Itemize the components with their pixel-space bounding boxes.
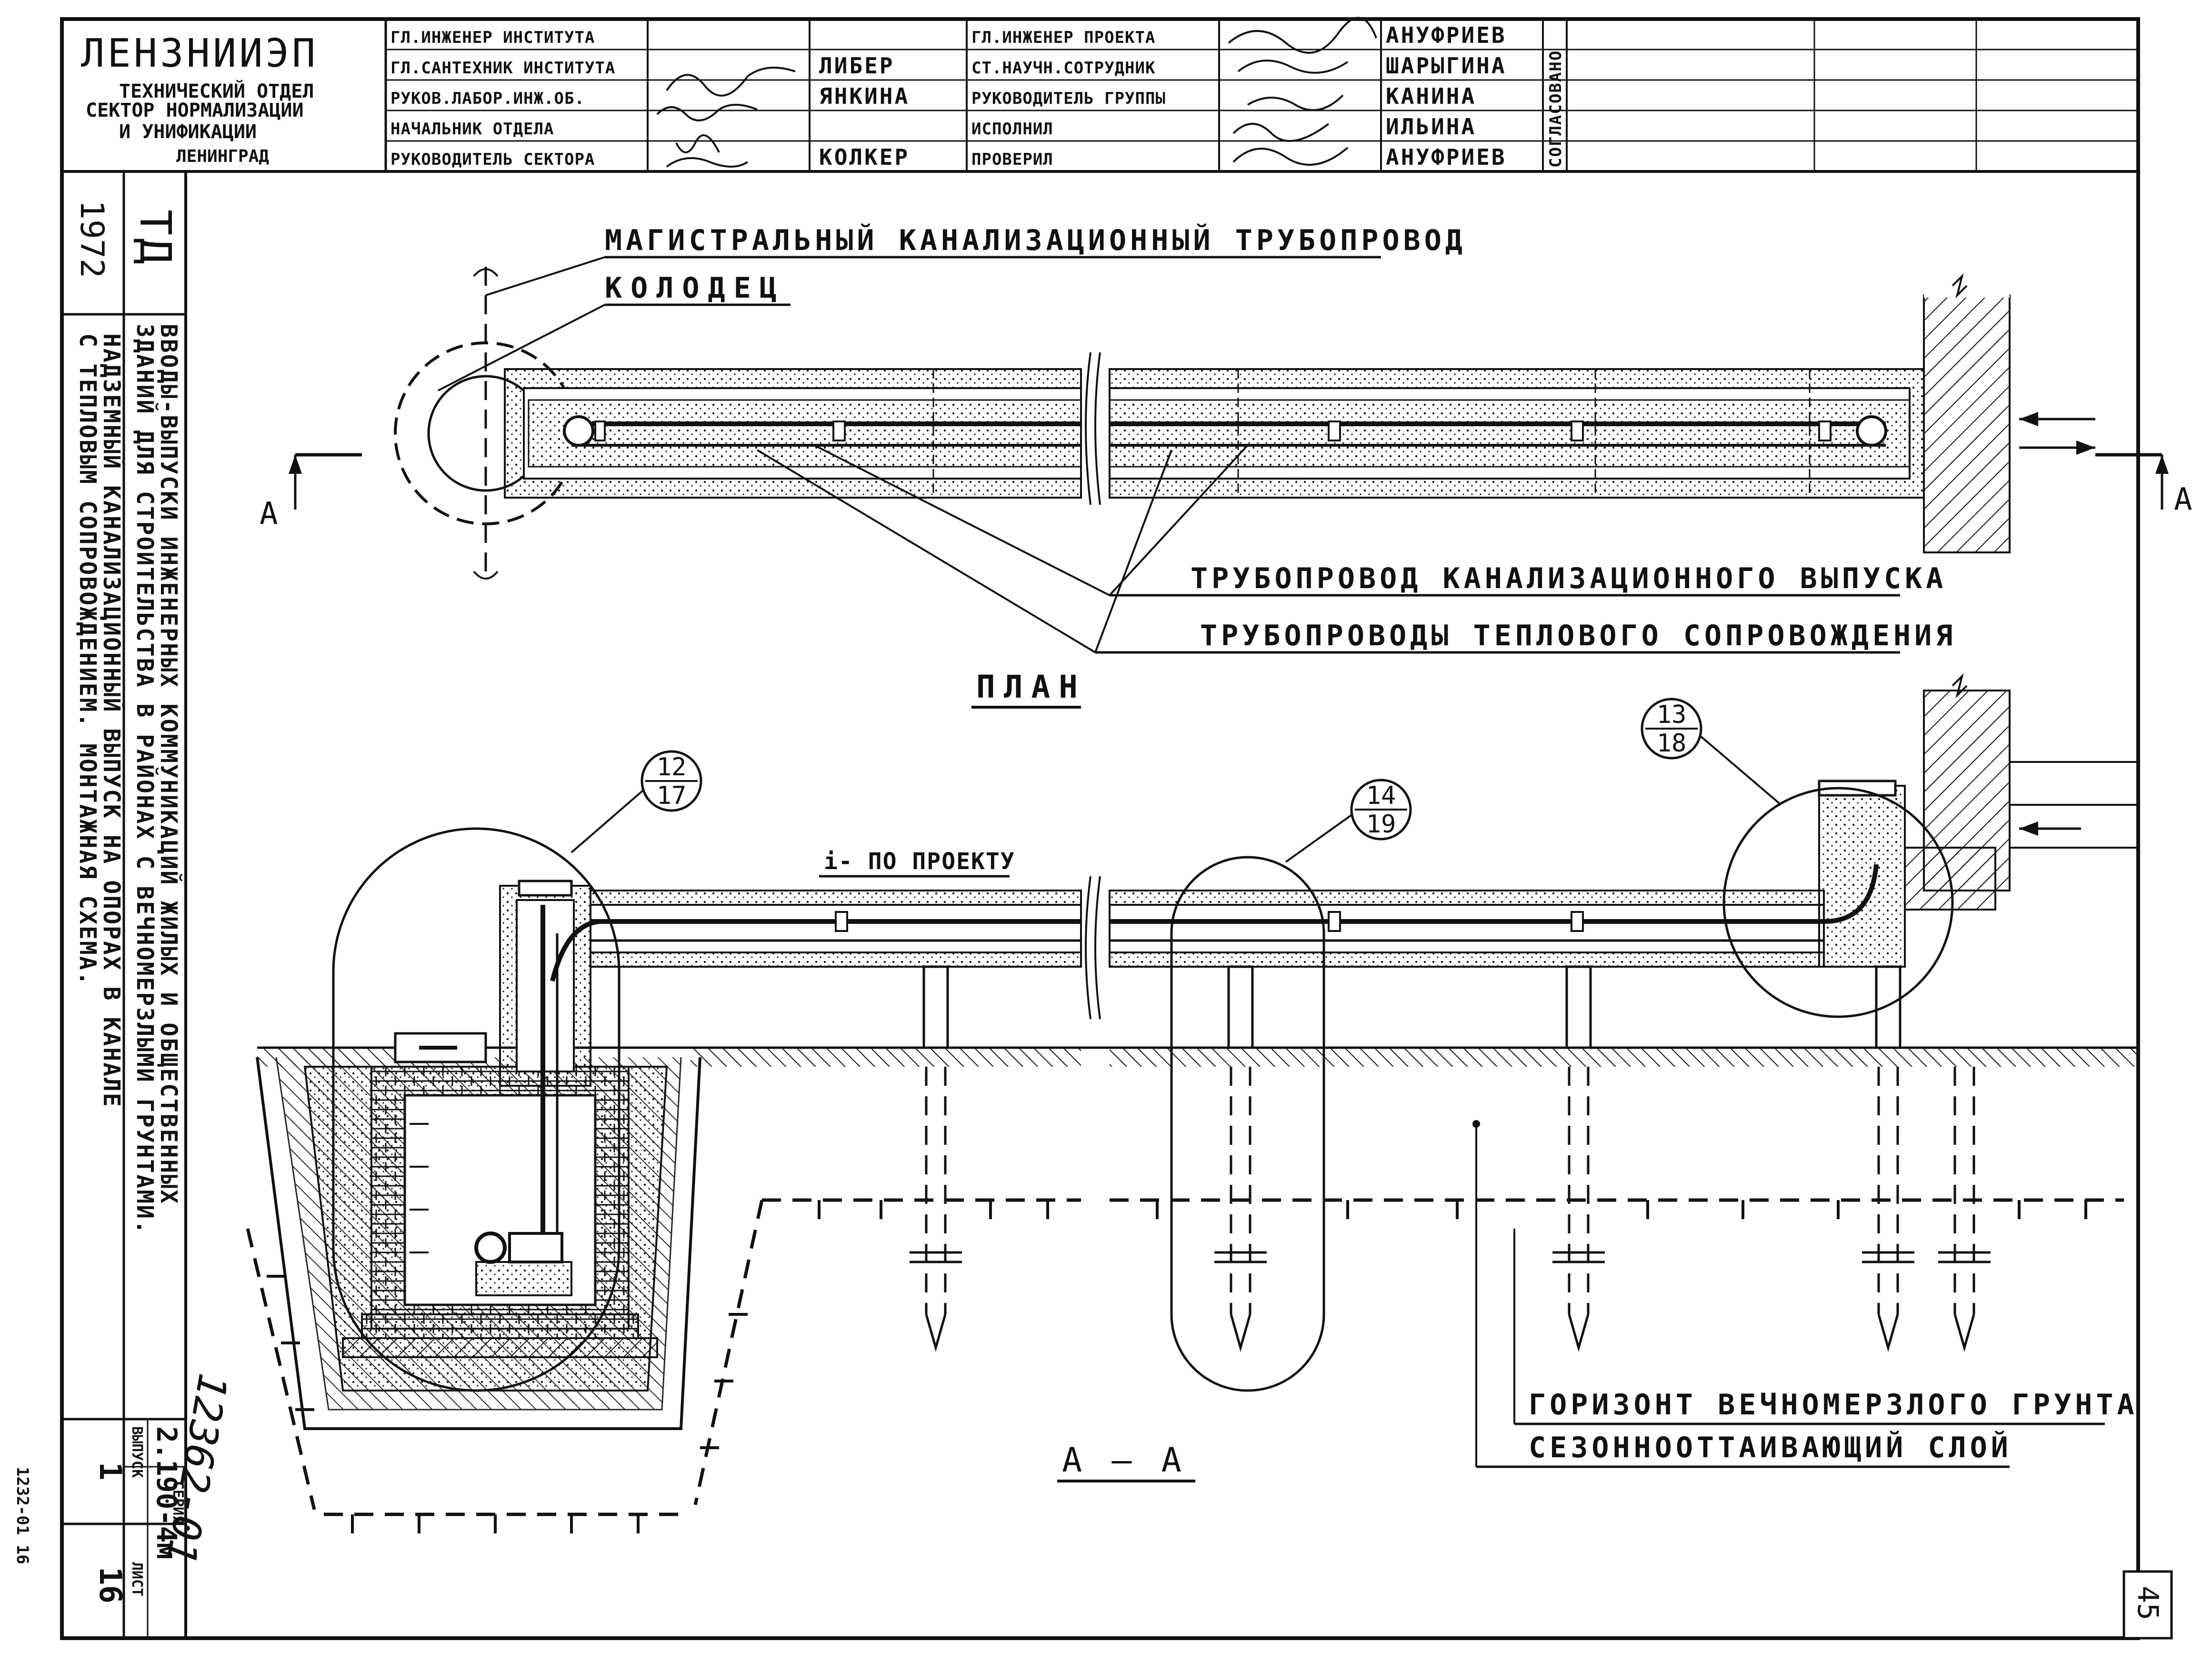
sheet-title-line-2: С ТЕПЛОВЫМ СОПРОВОЖДЕНИЕМ. МОНТАЖНАЯ СХЕ… bbox=[74, 333, 101, 987]
callout-12-bottom: 17 bbox=[657, 781, 687, 810]
org-line-3: И УНИФИКАЦИИ bbox=[119, 121, 257, 143]
building-wall-section bbox=[1923, 690, 2011, 891]
sheet-value: 16 bbox=[92, 1567, 128, 1603]
callout-12-top: 12 bbox=[657, 753, 687, 781]
roles-right: ГЛ.ИНЖЕНЕР ПРОЕКТА СТ.НАУЧН.СОТРУДНИК РУ… bbox=[971, 22, 1507, 170]
role-right-2: СТ.НАУЧН.СОТРУДНИК bbox=[971, 59, 1155, 78]
name-right-1: АНУФРИЕВ bbox=[1386, 22, 1507, 48]
label-well: КОЛОДЕЦ bbox=[605, 271, 785, 305]
building-wall-plan bbox=[1923, 294, 2011, 553]
role-right-5: ПРОВЕРИЛ bbox=[971, 150, 1053, 169]
name-left-3: ЯНКИНА bbox=[819, 83, 910, 109]
subject-line-1: ВВОДЫ-ВЫПУСКИ ИНЖЕНЕРНЫХ КОММУНИКАЦИЙ ЖИ… bbox=[155, 324, 182, 1205]
detail-outlines bbox=[332, 787, 1954, 1392]
callout-14-19: 14 19 bbox=[1285, 779, 1412, 863]
org-line-4: ЛЕНИНГРАД bbox=[176, 147, 269, 166]
sheet-label: ЛИСТ bbox=[129, 1562, 145, 1596]
name-left-5: КОЛКЕР bbox=[819, 144, 910, 170]
callout-13-top: 13 bbox=[1657, 701, 1687, 729]
callout-14-bottom: 19 bbox=[1366, 810, 1396, 839]
callout-13-bottom: 18 bbox=[1657, 729, 1687, 758]
role-right-1: ГЛ.ИНЖЕНЕР ПРОЕКТА bbox=[971, 28, 1155, 47]
section-mark-right: А bbox=[2174, 482, 2192, 517]
role-right-3: РУКОВОДИТЕЛЬ ГРУППЫ bbox=[971, 89, 1166, 108]
issue-value: 1 bbox=[92, 1462, 128, 1481]
plan-title: ПЛАН bbox=[976, 669, 1086, 705]
title-block: ЛЕНЗНИИЭП ТЕХНИЧЕСКИЙ ОТДЕЛ СЕКТОР НОРМА… bbox=[81, 17, 2138, 171]
name-left-2: ЛИБЕР bbox=[819, 53, 894, 79]
org-name: ЛЕНЗНИИЭП bbox=[81, 31, 318, 76]
section-view: 12 17 14 19 13 18 i- ПО ПРОЕКТУ А — А ГО… bbox=[246, 673, 2138, 1533]
sheet-title-line-1: НАДЗЕМНЫЙ КАНАЛИЗАЦИОННЫЙ ВЫПУСК НА ОПОР… bbox=[98, 333, 125, 1108]
edge-stamp: 1232-01 16 bbox=[13, 1467, 32, 1564]
signatures bbox=[656, 17, 1377, 168]
code: ТД bbox=[130, 210, 180, 267]
roles-left: ГЛ.ИНЖЕНЕР ИНСТИТУТА ГЛ.САНТЕХНИК ИНСТИТ… bbox=[390, 28, 910, 170]
permafrost-line bbox=[246, 1198, 2124, 1533]
issue-label: ВЫПУСК bbox=[129, 1426, 145, 1478]
subject-line-2: ЗДАНИЙ ДЛЯ СТРОИТЕЛЬСТВА В РАЙОНАХ С ВЕЧ… bbox=[131, 324, 159, 1235]
callout-12-17: 12 17 bbox=[571, 750, 702, 853]
page-number-box: 45 bbox=[2122, 1570, 2173, 1640]
org-line-2: СЕКТОР НОРМАЛИЗАЦИИ bbox=[86, 100, 304, 121]
agreed-label: СОГЛАСОВАНО bbox=[1546, 50, 1565, 168]
label-permafrost: ГОРИЗОНТ ВЕЧНОМЕРЗЛОГО ГРУНТА bbox=[1529, 1388, 2138, 1422]
role-left-3: РУКОВ.ЛАБОР.ИНЖ.ОБ. bbox=[390, 89, 585, 108]
name-right-3: КАНИНА bbox=[1386, 83, 1476, 109]
year: 1972 bbox=[73, 200, 110, 278]
org-line-1: ТЕХНИЧЕСКИЙ ОТДЕЛ bbox=[119, 80, 314, 102]
name-right-4: ИЛЬИНА bbox=[1386, 114, 1476, 140]
plan-view: А А МАГИСТРАЛЬНЫЙ КАНАЛИЗАЦИОННЫЙ ТРУБОП… bbox=[260, 223, 2192, 709]
label-heat-pipelines: ТРУБОПРОВОДЫ ТЕПЛОВОГО СОПРОВОЖДЕНИЯ bbox=[1200, 619, 1956, 652]
label-main-pipeline: МАГИСТРАЛЬНЫЙ КАНАЛИЗАЦИОННЫЙ ТРУБОПРОВО… bbox=[605, 223, 1466, 257]
section-title: А — А bbox=[1062, 1441, 1186, 1480]
slope-label: i- ПО ПРОЕКТУ bbox=[824, 848, 1015, 875]
name-right-2: ШАРЫГИНА bbox=[1386, 53, 1507, 79]
label-outlet-pipeline: ТРУБОПРОВОД КАНАЛИЗАЦИОННОГО ВЫПУСКА bbox=[1191, 562, 1947, 595]
series-label: СЕРИЯ bbox=[170, 1481, 186, 1524]
section-mark-left: А bbox=[260, 496, 278, 531]
label-active-layer: СЕЗОННООТТАИВАЮЩИЙ СЛОЙ bbox=[1529, 1430, 2012, 1464]
role-left-1: ГЛ.ИНЖЕНЕР ИНСТИТУТА bbox=[390, 28, 595, 47]
side-block: 1972 ТД ВВОДЫ-ВЫПУСКИ ИНЖЕНЕРНЫХ КОММУНИ… bbox=[13, 200, 237, 1638]
supports bbox=[910, 965, 1991, 1352]
callout-14-top: 14 bbox=[1366, 781, 1396, 810]
name-right-5: АНУФРИЕВ bbox=[1386, 144, 1507, 170]
role-left-4: НАЧАЛЬНИК ОТДЕЛА bbox=[390, 120, 554, 139]
role-right-4: ИСПОЛНИЛ bbox=[971, 120, 1053, 139]
role-left-2: ГЛ.САНТЕХНИК ИНСТИТУТА bbox=[390, 59, 615, 78]
page-number: 45 bbox=[2131, 1586, 2164, 1620]
callout-13-18: 13 18 bbox=[1641, 698, 1782, 806]
series-value: 2.190-4м bbox=[150, 1426, 183, 1559]
sheet-frame bbox=[60, 17, 2140, 1640]
role-left-5: РУКОВОДИТЕЛЬ СЕКТОРА bbox=[390, 150, 595, 169]
